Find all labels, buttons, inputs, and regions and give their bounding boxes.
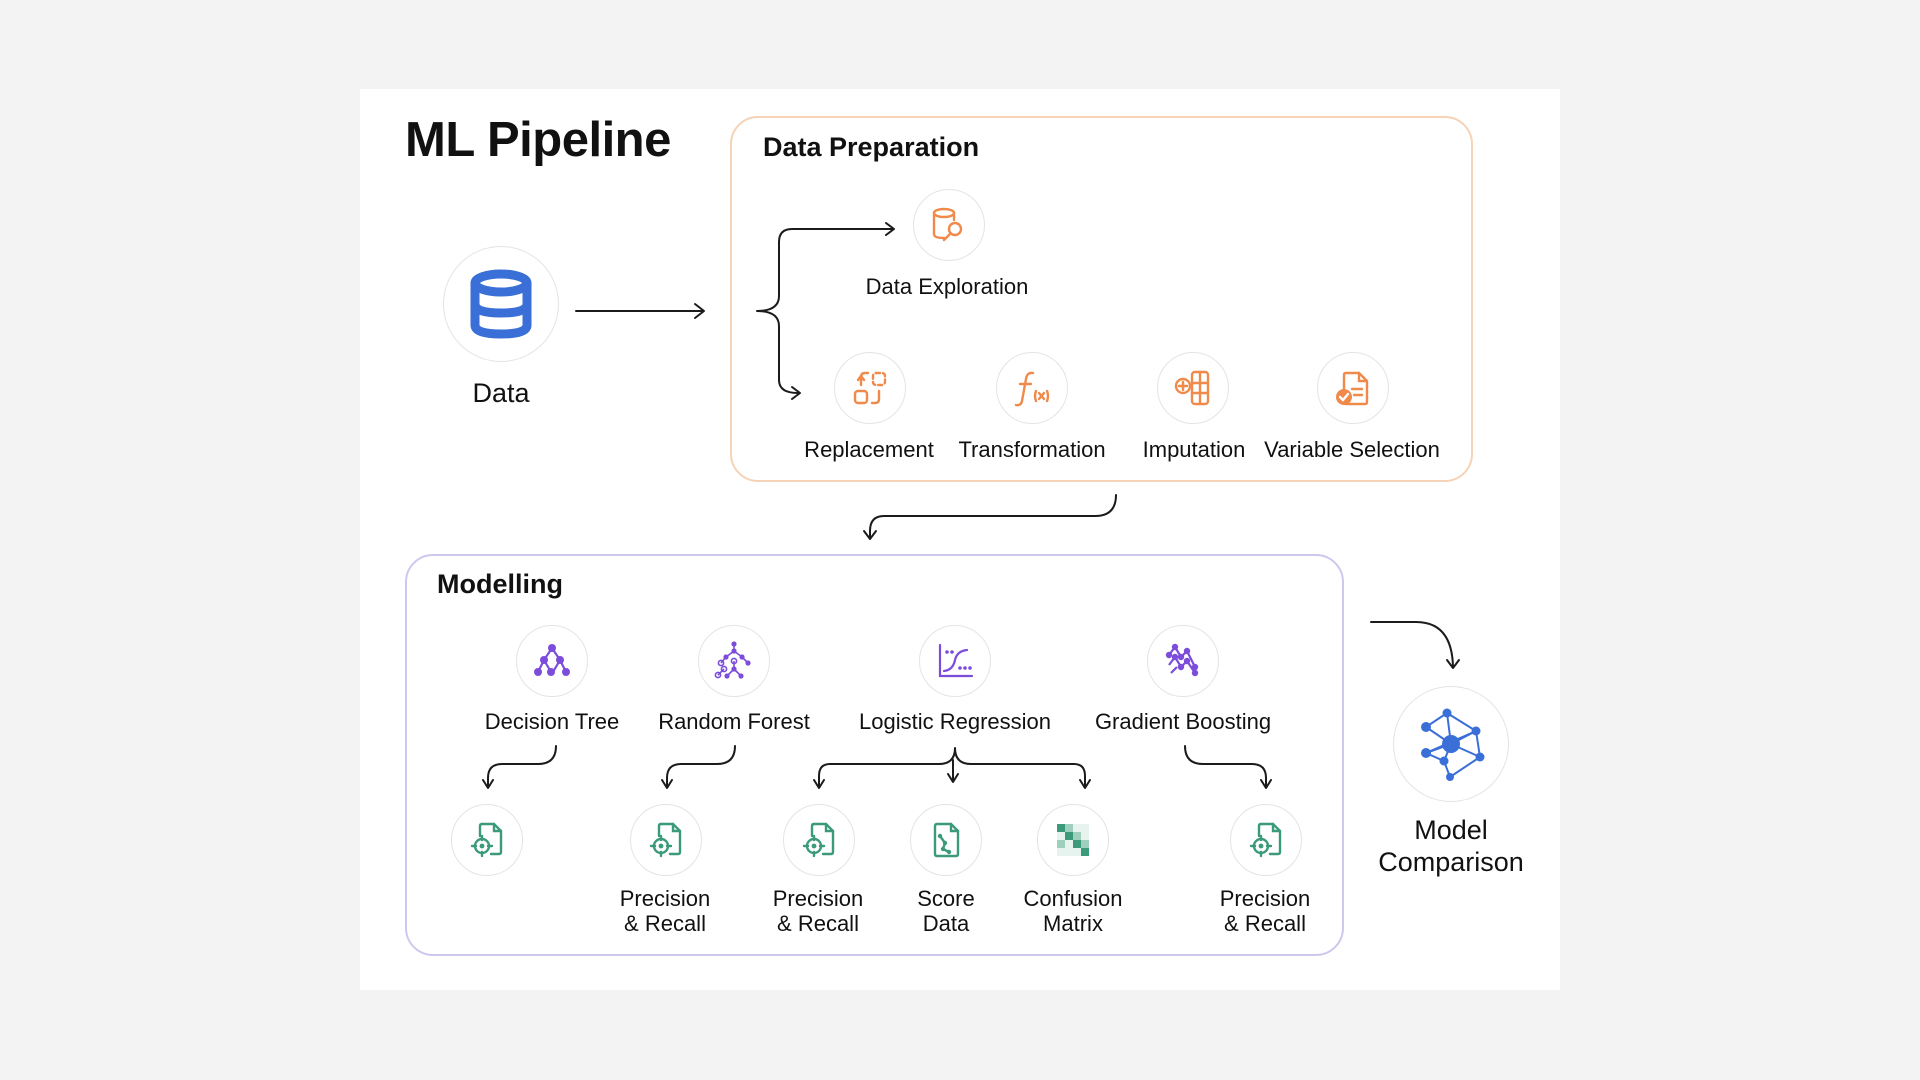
data-exploration-label: Data Exploration xyxy=(865,274,1029,299)
target-document-icon xyxy=(470,822,503,858)
output-label-gradient-boosting-line1: Precision xyxy=(1219,886,1311,911)
function-icon xyxy=(1014,371,1050,407)
data-preparation-title: Data Preparation xyxy=(763,132,980,162)
model-comparison-label-line1: Model xyxy=(1414,815,1488,845)
output-node-confusion-matrix xyxy=(1037,804,1109,876)
modelling-section xyxy=(405,554,1344,956)
decision-tree-icon xyxy=(534,644,570,676)
data-search-icon xyxy=(932,207,963,242)
output-label-random-forest-line2: & Recall xyxy=(624,911,706,936)
output-label-random-forest-line1: Precision xyxy=(619,886,711,911)
imputation-node xyxy=(1157,352,1229,424)
random-forest-node xyxy=(698,625,770,697)
data-node xyxy=(443,246,559,362)
gradient-boosting-label: Gradient Boosting xyxy=(1094,709,1272,734)
random-forest-icon xyxy=(714,641,751,679)
gradient-boosting-node xyxy=(1147,625,1219,697)
output-node-random-forest xyxy=(630,804,702,876)
output-node-logistic-precision xyxy=(783,804,855,876)
target-document-icon xyxy=(1249,822,1282,858)
logistic-curve-icon xyxy=(938,643,974,678)
random-forest-label: Random Forest xyxy=(658,709,810,734)
output-label-logistic-precision-line2: & Recall xyxy=(777,911,859,936)
modelling-title: Modelling xyxy=(437,569,563,599)
imputation-icon xyxy=(1174,370,1210,406)
document-check-icon xyxy=(1336,371,1369,406)
replacement-icon xyxy=(853,371,887,405)
output-label-score-data-line1: Score xyxy=(917,886,975,911)
output-label-score-data-line2: Data xyxy=(922,911,970,936)
logistic-regression-node xyxy=(919,625,991,697)
replacement-label: Replacement xyxy=(804,437,934,462)
output-label-logistic-precision-line1: Precision xyxy=(772,886,864,911)
output-label-gradient-boosting-line2: & Recall xyxy=(1224,911,1306,936)
output-node-score-data xyxy=(910,804,982,876)
database-icon xyxy=(470,269,532,339)
model-comparison-node xyxy=(1393,686,1509,802)
replacement-node xyxy=(834,352,906,424)
output-node-gradient-boosting xyxy=(1230,804,1302,876)
decision-tree-node xyxy=(516,625,588,697)
output-node-decision-tree xyxy=(451,804,523,876)
data-label: Data xyxy=(472,378,530,408)
data-preparation-section xyxy=(730,116,1473,482)
model-comparison-label-line2: Comparison xyxy=(1378,847,1524,877)
gradient-boosting-icon xyxy=(1165,643,1199,677)
score-document-icon xyxy=(933,822,960,858)
neural-network-icon xyxy=(1421,708,1485,781)
output-label-confusion-matrix-line2: Matrix xyxy=(1043,911,1103,936)
target-document-icon xyxy=(649,822,682,858)
transformation-label: Transformation xyxy=(958,437,1106,462)
variable-selection-node xyxy=(1317,352,1389,424)
confusion-matrix-icon xyxy=(1057,824,1089,856)
variable-selection-label: Variable Selection xyxy=(1264,437,1440,462)
data-exploration-node xyxy=(913,189,985,261)
target-document-icon xyxy=(802,822,835,858)
transformation-node xyxy=(996,352,1068,424)
logistic-regression-label: Logistic Regression xyxy=(859,709,1051,734)
output-label-confusion-matrix-line1: Confusion xyxy=(1023,886,1123,911)
page-title: ML Pipeline xyxy=(405,113,671,167)
imputation-label: Imputation xyxy=(1142,437,1246,462)
decision-tree-label: Decision Tree xyxy=(484,709,620,734)
